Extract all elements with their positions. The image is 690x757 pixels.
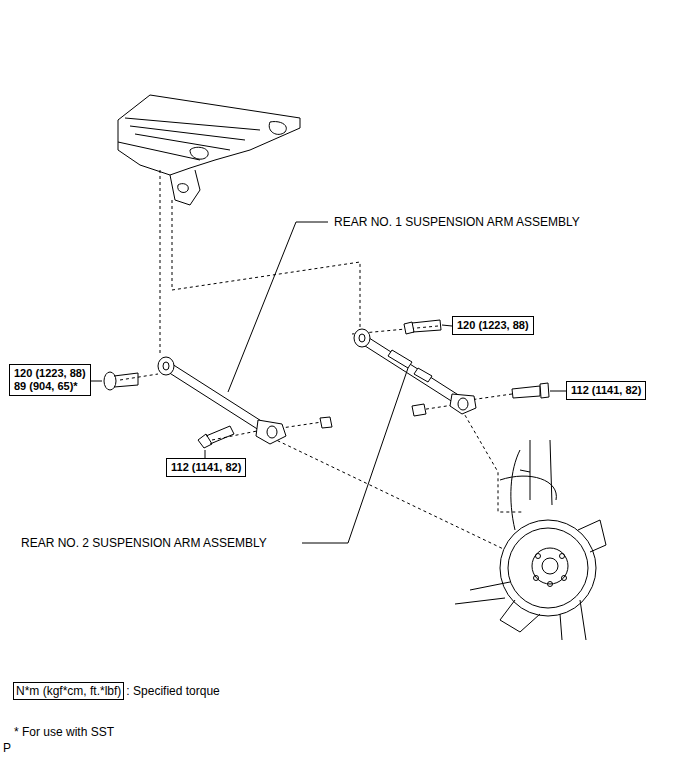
- legend-unit-box: N*m (kgf*cm, ft.*lbf): [13, 682, 124, 700]
- torque-value: 120 (1223, 88): [14, 367, 86, 380]
- legend-text: : Specified torque: [125, 684, 220, 698]
- torque-spec-box: 120 (1223, 88)89 (904, 65)*: [9, 364, 91, 396]
- rear-no1-arm: [158, 357, 286, 444]
- torque-value: 112 (1141, 82): [171, 461, 241, 474]
- leader-lines: [90, 222, 566, 543]
- torque-value: 120 (1223, 88): [457, 319, 529, 332]
- part-name: REAR NO. 1 SUSPENSION ARM ASSEMBLY: [333, 215, 581, 229]
- note-text: * For use with SST: [13, 725, 115, 739]
- torque-spec-box: 112 (1141, 82): [566, 381, 646, 400]
- torque-spec-box: 112 (1141, 82): [166, 458, 246, 477]
- torque-value: N*m (kgf*cm, ft.*lbf): [16, 684, 121, 698]
- rear-axle-carrier: [455, 440, 606, 640]
- torque-value: 112 (1141, 82): [571, 384, 641, 397]
- part-name: REAR NO. 2 SUSPENSION ARM ASSEMBLY: [20, 536, 268, 550]
- fasteners: [104, 320, 549, 448]
- torque-value: 89 (904, 65)*: [14, 380, 86, 393]
- torque-spec-box: 120 (1223, 88): [452, 316, 534, 335]
- page-mark: P: [2, 741, 12, 755]
- rear-no2-arm: [354, 329, 476, 414]
- subframe: [118, 95, 300, 205]
